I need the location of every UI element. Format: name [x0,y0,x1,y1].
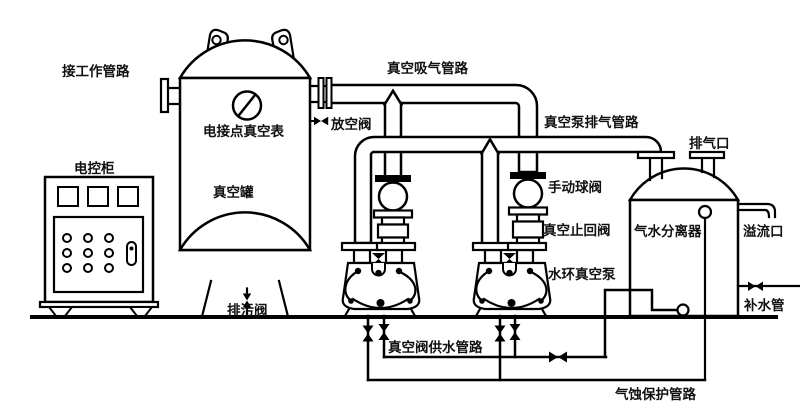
drain-valve-icon [242,293,252,308]
cabinet-base [38,300,160,309]
makeup-valve-icon [748,281,763,291]
vacuum-pump-exhaust-header [353,135,676,246]
overflow-pipe [736,208,771,219]
cabinet-window [117,186,139,207]
separator-supply-inlet-pipe [603,288,679,359]
label-suction-pipeline: 真空吸气管路 [387,60,468,76]
separator-inlet-flange [636,150,676,160]
valve-icon [494,325,506,342]
label-overflow: 溢流口 [743,223,784,239]
label-manual-ball-valve: 手动球阀 [548,179,602,195]
suction-tee-chevron [382,88,404,107]
separator-dome [627,167,741,202]
label-control-cabinet: 电控柜 [74,160,115,176]
pump2-valve-stack [507,172,549,245]
separator-inlet-nozzle [676,303,690,317]
valve-icon [509,324,521,340]
check-valve-body [511,220,545,239]
label-vacuum-gauge: 电接点真空表 [203,123,284,139]
cabinet-foot [127,306,155,317]
vent-valve-icon [314,116,329,126]
gas-water-separator [603,150,800,381]
exhaust-port-nozzle [700,156,716,179]
overflow-pipe [736,202,777,219]
vacuum-tank [159,28,334,318]
label-drain-valve: 排污阀 [227,302,268,318]
check-valve-body [376,223,410,239]
vacuum-gauge-needle [237,93,257,117]
tank-dished-bottom [177,211,313,252]
label-exhaust-port: 排气口 [689,135,730,151]
cabinet-window [87,186,109,207]
label-separator: 气水分离器 [633,223,702,239]
tank-legs [200,279,290,318]
label-makeup-pipe: 补水管 [743,297,785,313]
cabinet-door-handle [129,246,134,251]
labels: 接工作管路 真空吸气管路 电接点真空表 放空阀 真空泵排气管路 排气口 电控柜 … [62,60,785,402]
label-cavitation-line: 气蚀保护管路 [614,386,696,402]
label-work-pipeline: 接工作管路 [62,63,130,79]
pump2-exhaust-riser [480,150,500,246]
exhaust-tee-chevron [479,136,501,156]
tank-outlet-flange [325,77,333,109]
label-exhaust-pipeline: 真空泵排气管路 [544,114,639,130]
work-pipeline-nozzle [166,86,182,106]
tee-erase [482,145,498,154]
label-supply-pipeline: 真空阀供水管路 [388,339,483,355]
separator-dip-tube-inlet [697,204,713,220]
water-ring-vacuum-pump-1 [340,241,421,318]
tank-lifting-lug-hole [278,34,289,46]
cabinet-door-handle [126,241,137,266]
pump1-valve-stack [372,175,414,245]
label-water-ring-pump: 水环真空泵 [548,266,616,282]
exhaust-header-pipe [353,135,663,245]
tank-dome [177,39,313,80]
tank-outlet-flange [317,77,325,109]
work-pipeline-flange [159,77,170,114]
exhaust-port-flange [688,150,726,160]
flange [510,172,546,179]
separator-inlet-nozzle-risers [648,156,664,182]
valve-icon [378,324,390,340]
control-cabinet [38,175,160,317]
cabinet-foot [46,306,75,317]
label-vacuum-tank: 真空罐 [213,184,254,200]
tank-lifting-lug-hole [211,34,222,46]
label-check-valve: 真空止回阀 [543,222,611,238]
vacuum-suction-header [317,77,539,178]
tee-erase [385,96,401,105]
cabinet-window [57,186,79,207]
manual-ball-valve-icon [377,181,409,212]
separator-shell [628,198,740,318]
valve-icon [362,325,374,342]
flange [375,175,411,182]
label-vent-valve: 放空阀 [330,116,372,132]
suction-header-pipe [329,83,539,174]
water-ring-vacuum-pump-2 [471,241,552,318]
cabinet-indicator-lights [62,233,114,273]
manual-ball-valve-icon [512,178,544,209]
supply-line-valve-icon [549,351,567,363]
